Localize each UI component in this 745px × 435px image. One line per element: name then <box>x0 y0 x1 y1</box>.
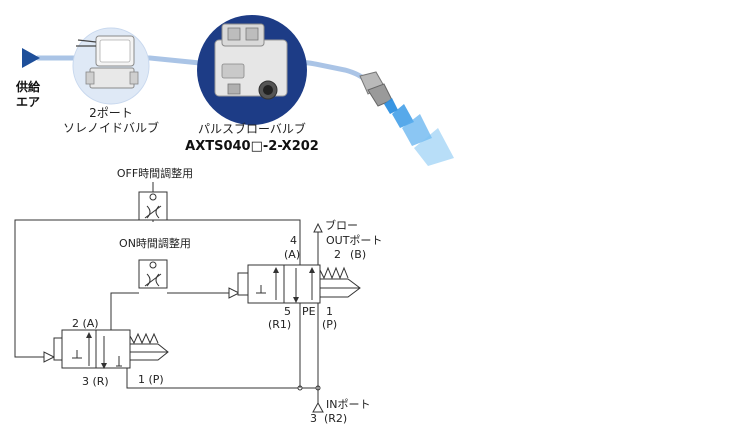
port-5-number: 5 <box>284 305 291 318</box>
supply-arrow-icon <box>22 48 40 68</box>
supply-air-label-2: エア <box>16 95 40 109</box>
supply-air-label-1: 供給 <box>15 79 41 94</box>
off-time-adjust-label: OFF時間調整用 <box>117 166 193 180</box>
in-port-label: INポート <box>326 398 370 411</box>
port-2-number: 2 <box>334 248 341 261</box>
two-port-label: 2ポート <box>89 106 133 120</box>
port-1-letter: (P) <box>322 318 337 331</box>
small-port-1-label: 1 (P) <box>138 373 164 386</box>
out-port-label: OUTポート <box>326 234 382 247</box>
port-3-letter: (R2) <box>324 412 347 425</box>
nozzle-image <box>359 71 393 107</box>
port-1-number: 1 <box>326 305 333 318</box>
in-port-arrow-icon <box>312 401 324 413</box>
pe-label: PE <box>302 305 316 318</box>
spray-icon <box>384 98 454 166</box>
main-pulse-valve <box>237 264 361 304</box>
port-4-number: 4 <box>290 234 297 247</box>
main-valve-pilot-arrow <box>228 287 241 299</box>
model-number-label: AXTS040□-2-X202 <box>185 139 319 154</box>
on-speed-controller <box>138 259 168 289</box>
pulse-blow-valve-label: パルスブローバルブ <box>198 121 306 136</box>
port-5-letter: (R1) <box>268 318 291 331</box>
off-speed-controller <box>138 182 168 222</box>
port-3-number: 3 <box>310 412 317 425</box>
blow-label: ブロー <box>325 218 358 232</box>
top-illustration: 供給 エア 2ポート ソレノイドバルブ パルスブローバルブ AXTS040□-2… <box>15 15 454 166</box>
small-pilot-valve <box>53 329 169 369</box>
blow-arrow-icon <box>313 222 323 233</box>
solenoid-valve-label: ソレノイドバルブ <box>63 120 159 135</box>
small-valve-pilot-arrow <box>43 351 56 363</box>
small-port-2-label: 2 (A) <box>72 317 99 330</box>
pneumatic-circuit: OFF時間調整用 ON時間調整用 <box>14 166 382 425</box>
port-2-letter: (B) <box>350 248 366 261</box>
on-time-adjust-label: ON時間調整用 <box>119 236 191 250</box>
pulse-blow-valve-image <box>197 15 307 125</box>
small-port-3-label: 3 (R) <box>82 375 109 388</box>
port-4-letter: (A) <box>284 248 300 261</box>
solenoid-valve-image <box>72 27 150 105</box>
off-feedback-line <box>14 219 139 358</box>
on-signal-line <box>110 292 139 330</box>
